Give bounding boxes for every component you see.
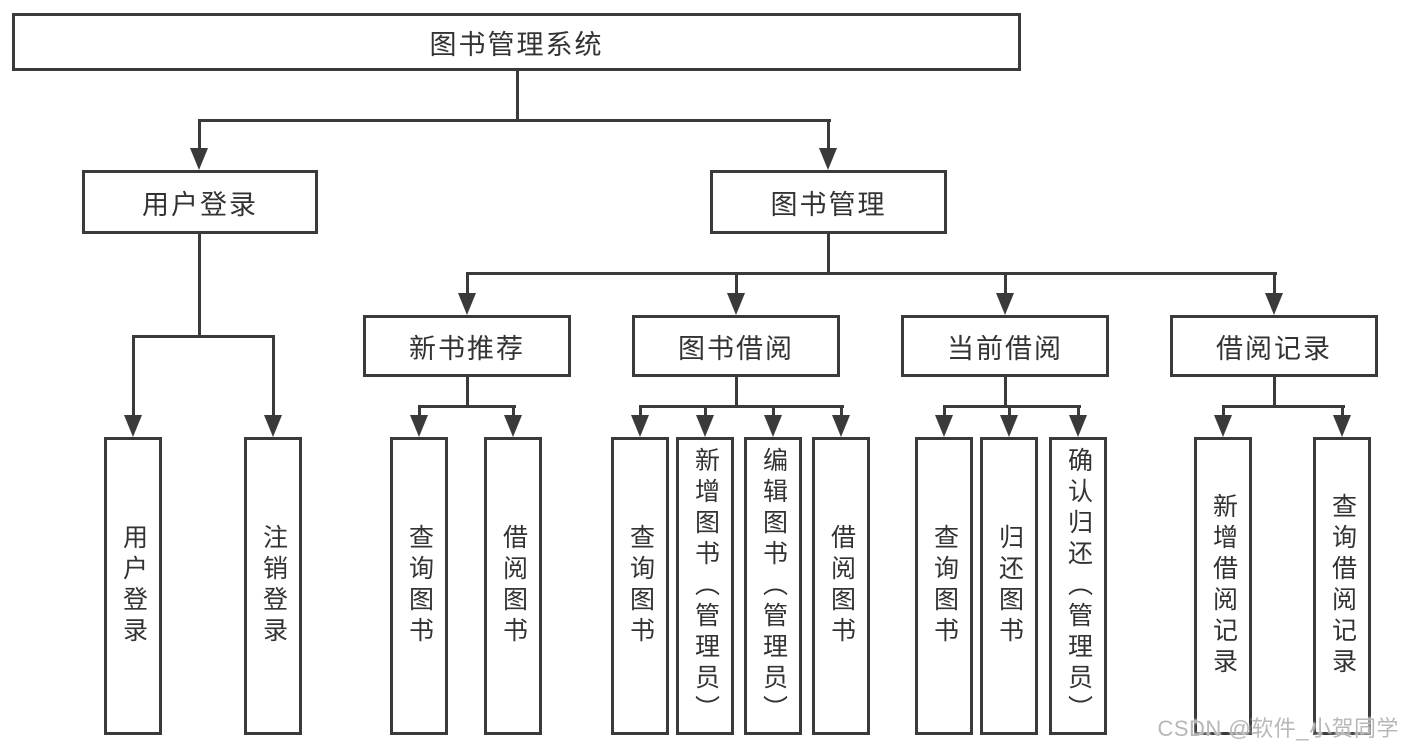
arrowhead [696,415,714,437]
connector-line [1004,377,1007,408]
arrowhead [727,293,745,315]
connector-line [1004,275,1007,295]
node-search-books-current: 查询图书 [915,437,973,735]
arrowhead [996,293,1014,315]
node-new-book-recommend: 新书推荐 [363,315,571,377]
arrowhead [935,415,953,437]
connector-line [1273,377,1276,408]
connector-line [466,377,469,408]
node-login: 用户登录 [104,437,162,735]
arrowhead [1265,293,1283,315]
connector-line [418,405,516,408]
arrowhead [1069,415,1087,437]
connector-line [132,335,275,338]
connector-line [639,408,642,417]
node-book-borrowing: 图书借阅 [632,315,840,377]
connector-line [639,405,844,408]
connector-line [132,335,135,417]
arrowhead [631,415,649,437]
arrowhead [410,415,428,437]
arrowhead [1214,415,1232,437]
arrowhead [124,415,142,437]
connector-line [466,275,469,295]
node-return-books: 归还图书 [980,437,1038,735]
connector-line [735,275,738,295]
connector-line [198,119,201,150]
connector-line [735,377,738,408]
connector-line [198,234,201,335]
node-current-borrowing: 当前借阅 [901,315,1109,377]
arrowhead [504,415,522,437]
connector-line [827,119,830,150]
node-logout: 注销登录 [244,437,302,735]
node-add-books-admin: 新增图书（管理员） [676,437,734,735]
arrowhead [764,415,782,437]
connector-line [943,408,946,417]
connector-line [516,71,519,121]
connector-line [840,408,843,417]
connector-line [943,405,1081,408]
arrowhead [819,148,837,170]
node-edit-books-admin: 编辑图书（管理员） [744,437,802,735]
node-search-borrow-record: 查询借阅记录 [1313,437,1371,735]
arrowhead [1333,415,1351,437]
node-search-books-recommend: 查询图书 [390,437,448,735]
connector-line [418,408,421,417]
node-user-login: 用户登录 [82,170,318,234]
arrowhead [190,148,208,170]
connector-line [1008,408,1011,417]
arrowhead [832,415,850,437]
connector-line [1077,408,1080,417]
connector-line [704,408,707,417]
node-book-management: 图书管理 [710,170,947,234]
connector-line [466,272,1277,275]
node-borrow-books-recommend: 借阅图书 [484,437,542,735]
node-confirm-return-admin: 确认归还（管理员） [1049,437,1107,735]
connector-line [1273,275,1276,295]
node-library-system: 图书管理系统 [12,13,1021,71]
connector-line [512,408,515,417]
connector-line [1222,405,1345,408]
node-borrowing-records: 借阅记录 [1170,315,1378,377]
connector-line [1341,408,1344,417]
node-search-books-borrowing: 查询图书 [611,437,669,735]
arrowhead [264,415,282,437]
arrowhead [458,293,476,315]
connector-line [1222,408,1225,417]
arrowhead [1000,415,1018,437]
node-borrow-books-borrowing: 借阅图书 [812,437,870,735]
connector-line [827,234,830,275]
csdn-watermark: CSDN @软件_小贺同学 [1157,716,1399,741]
connector-line [198,119,831,122]
connector-line [272,335,275,417]
node-add-borrow-record: 新增借阅记录 [1194,437,1252,735]
connector-line [772,408,775,417]
